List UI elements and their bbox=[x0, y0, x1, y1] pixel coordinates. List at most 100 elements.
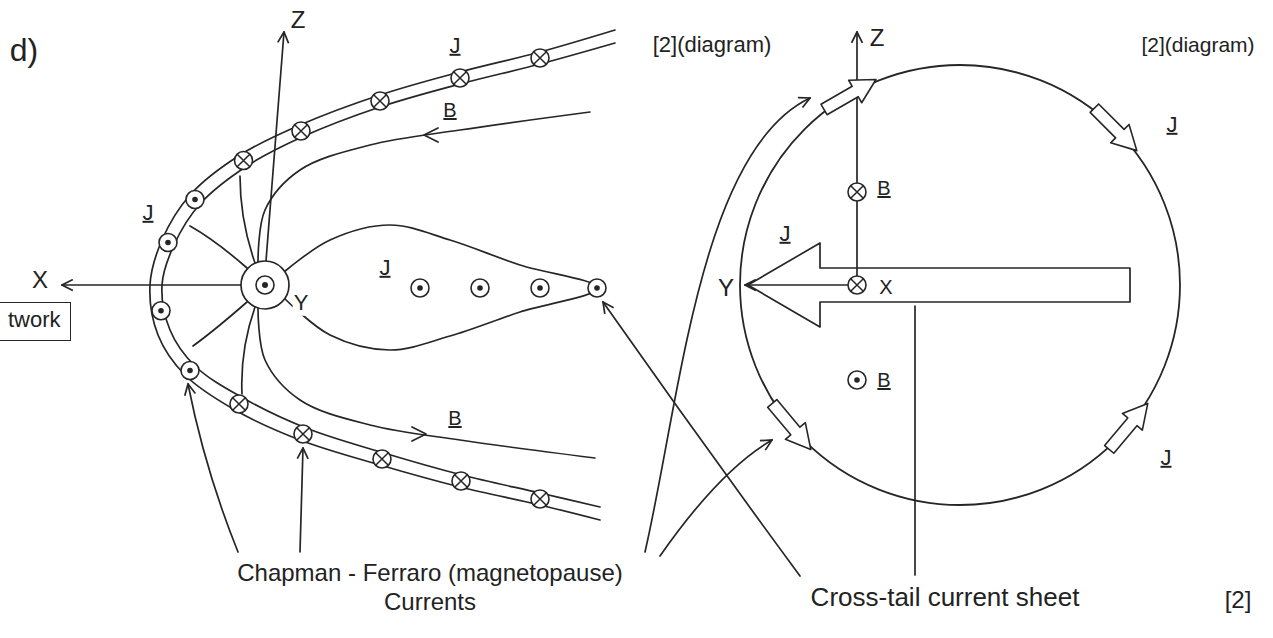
dayside-field-line bbox=[193, 302, 247, 346]
symbol-ring bbox=[373, 450, 391, 468]
symbol-ring bbox=[531, 490, 549, 508]
symbol-cross bbox=[851, 186, 864, 199]
symbol-ring bbox=[186, 191, 204, 209]
symbol-ring bbox=[235, 152, 253, 170]
current-label: J bbox=[449, 33, 462, 59]
symbol-cross bbox=[455, 475, 468, 488]
axis-label: Z bbox=[869, 24, 886, 53]
symbol-ring bbox=[371, 92, 389, 110]
field-label: B bbox=[876, 368, 891, 392]
symbol-cross bbox=[376, 453, 389, 466]
earth-dot bbox=[262, 282, 268, 288]
current-into-page bbox=[294, 425, 312, 443]
leader-line bbox=[300, 448, 303, 552]
current-into-page bbox=[292, 122, 310, 140]
field-direction-arrow bbox=[412, 427, 426, 441]
field-line bbox=[258, 308, 595, 458]
y-axis bbox=[745, 284, 848, 286]
callout-label: Cross-tail current sheet bbox=[810, 582, 1081, 613]
earth-inner bbox=[256, 276, 274, 294]
field-label: B bbox=[876, 176, 891, 200]
current-out-of-page bbox=[159, 234, 177, 252]
axis-label: X bbox=[878, 275, 893, 299]
part-label: d) bbox=[9, 31, 39, 69]
symbol-ring bbox=[531, 279, 549, 297]
dayside-field-line bbox=[190, 226, 247, 268]
symbol-ring bbox=[451, 69, 469, 87]
current-into-page bbox=[373, 450, 391, 468]
current-out-of-page bbox=[411, 279, 429, 297]
current-into-page bbox=[848, 276, 866, 294]
magnetopause-current-arrow bbox=[1085, 99, 1146, 160]
symbol-cross bbox=[237, 154, 250, 167]
symbol-ring bbox=[848, 371, 866, 389]
field-label: B bbox=[442, 98, 457, 122]
tail-cross-section bbox=[740, 65, 1180, 505]
cusp-field-line bbox=[240, 176, 255, 263]
leader-line bbox=[660, 440, 772, 556]
current-label: J bbox=[779, 221, 792, 247]
z-axis bbox=[856, 32, 858, 276]
current-into-page bbox=[371, 92, 389, 110]
symbol-ring bbox=[292, 122, 310, 140]
symbol-ring bbox=[452, 472, 470, 490]
callout-label: Chapman - Ferraro (magnetopause) Current… bbox=[204, 559, 656, 617]
current-out-of-page bbox=[848, 371, 866, 389]
symbol-ring bbox=[848, 276, 866, 294]
mark-allocation: [2] bbox=[1224, 586, 1253, 615]
symbol-ring bbox=[181, 362, 199, 380]
current-out-of-page bbox=[588, 279, 606, 297]
leader-line bbox=[914, 306, 916, 575]
symbol-cross bbox=[295, 125, 308, 138]
symbol-dot bbox=[594, 285, 600, 291]
magnetopause-inner bbox=[162, 43, 615, 507]
symbol-dot bbox=[165, 240, 171, 246]
symbol-ring bbox=[159, 234, 177, 252]
symbol-cross bbox=[374, 95, 387, 108]
axis-label: Z bbox=[290, 6, 307, 35]
current-label: J bbox=[1160, 445, 1173, 471]
current-out-of-page bbox=[186, 191, 204, 209]
cusp-field-line bbox=[242, 307, 255, 394]
magnetopause-current-arrow bbox=[818, 68, 883, 121]
current-out-of-page bbox=[152, 302, 170, 320]
field-label: B bbox=[447, 406, 462, 430]
earth-outer bbox=[241, 261, 289, 309]
boxed-note: twork bbox=[0, 302, 71, 341]
symbol-ring bbox=[848, 183, 866, 201]
magnetopause-outer bbox=[150, 30, 615, 520]
symbol-cross bbox=[534, 493, 547, 506]
symbol-ring bbox=[230, 395, 248, 413]
magnetopause-current-arrow bbox=[762, 395, 820, 458]
symbol-dot bbox=[417, 285, 423, 291]
symbol-ring bbox=[588, 279, 606, 297]
leader-line bbox=[645, 98, 810, 552]
symbol-ring bbox=[471, 279, 489, 297]
symbol-cross bbox=[297, 428, 310, 441]
symbol-dot bbox=[187, 368, 193, 374]
current-label: J bbox=[379, 255, 392, 281]
current-into-page bbox=[235, 152, 253, 170]
symbol-ring bbox=[152, 302, 170, 320]
mark-allocation: [2](diagram) bbox=[652, 32, 773, 58]
current-into-page bbox=[230, 395, 248, 413]
current-into-page bbox=[531, 49, 549, 67]
current-into-page bbox=[452, 472, 470, 490]
field-line bbox=[258, 112, 590, 262]
symbol-ring bbox=[294, 425, 312, 443]
current-label: J bbox=[1166, 112, 1179, 138]
current-into-page bbox=[531, 490, 549, 508]
symbol-cross bbox=[233, 398, 246, 411]
symbol-dot bbox=[158, 308, 164, 314]
current-out-of-page bbox=[471, 279, 489, 297]
symbol-cross bbox=[851, 279, 864, 292]
symbol-ring bbox=[411, 279, 429, 297]
closed-field-loop bbox=[284, 225, 598, 350]
note-text: twork bbox=[8, 307, 61, 333]
symbol-dot bbox=[537, 285, 543, 291]
current-label: J bbox=[142, 200, 155, 226]
axis-label: Y bbox=[717, 274, 735, 303]
current-out-of-page bbox=[531, 279, 549, 297]
symbol-dot bbox=[477, 285, 483, 291]
